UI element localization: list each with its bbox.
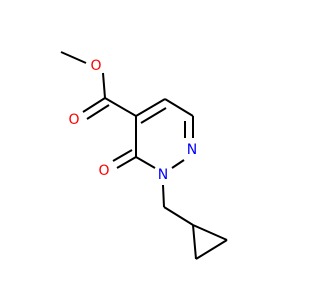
bond-carbonyl-c-ring-c4 xyxy=(104,97,137,117)
bond-ring-c4-c5 xyxy=(135,98,166,117)
bond-cyclopropyl-b xyxy=(195,239,228,260)
atom-n-lower: N xyxy=(158,167,168,183)
bond-cyclopropyl-a xyxy=(192,224,228,241)
bond-carbonyl-double-a xyxy=(82,97,106,113)
bond-n2-ch2 xyxy=(162,184,165,208)
bond-cyclopropyl-c xyxy=(192,224,197,260)
bond-methyl-ether-o xyxy=(60,51,87,64)
bond-ring-c5-c6 xyxy=(164,98,194,117)
molecule-structure: O O O N N xyxy=(60,51,228,260)
atom-n-upper: N xyxy=(187,142,197,158)
bond-ch2-cyclopropyl xyxy=(163,206,194,226)
bond-ring-n2-c3 xyxy=(135,156,156,169)
atom-o-ester-carbonyl: O xyxy=(68,112,79,128)
bond-ring-n1-n2 xyxy=(171,159,185,169)
bond-ring-carbonyl-b xyxy=(112,149,133,162)
bond-carbonyl-double-b xyxy=(86,104,110,120)
atom-o-ring-carbonyl: O xyxy=(98,163,109,179)
bond-ring-c4-c5-inner xyxy=(140,107,167,124)
bond-ether-o-carbonyl-c xyxy=(102,72,106,99)
bond-ring-carbonyl-a xyxy=(116,156,137,169)
atom-o-ether: O xyxy=(90,58,101,74)
molecule-canvas: O O O N N xyxy=(60,51,228,260)
